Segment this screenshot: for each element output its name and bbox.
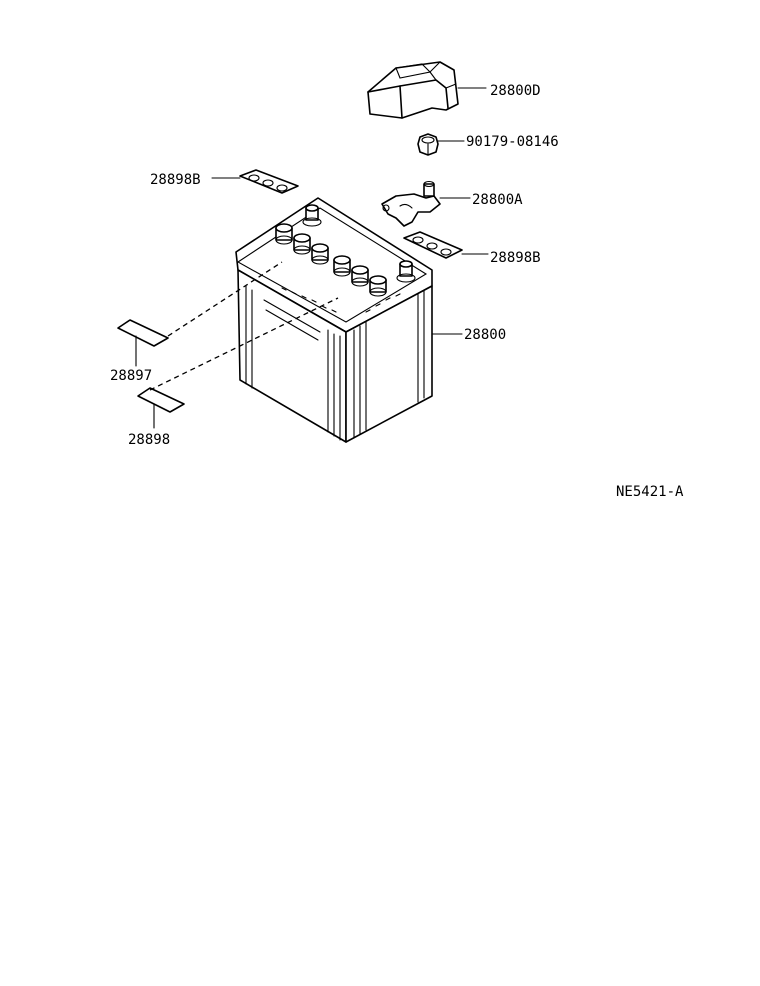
- upper-dashed-line: [167, 261, 283, 337]
- label-28898B-right: 28898B: [490, 250, 541, 266]
- label-28898: 28898: [128, 432, 170, 448]
- figure-code: NE5421-A: [616, 484, 684, 500]
- label-90179-08146: 90179-08146: [466, 134, 559, 150]
- cell-caps: [275, 204, 416, 297]
- battery-part: [235, 197, 433, 443]
- battery-terminal-part: [381, 180, 441, 227]
- label-28800A: 28800A: [472, 192, 523, 208]
- lower-dashed-line: [149, 297, 339, 391]
- vent-plug-strip-left: [239, 169, 299, 194]
- terminal-cover-part: [367, 61, 459, 119]
- nut-part: [417, 133, 439, 156]
- label-sticker-lower: [137, 387, 185, 413]
- label-sticker-upper: [117, 319, 169, 347]
- label-28898B-left: 28898B: [150, 172, 201, 188]
- label-28897: 28897: [110, 368, 152, 384]
- vent-plug-strip-right: [403, 231, 463, 259]
- label-28800D: 28800D: [490, 83, 541, 99]
- label-28800: 28800: [464, 327, 506, 343]
